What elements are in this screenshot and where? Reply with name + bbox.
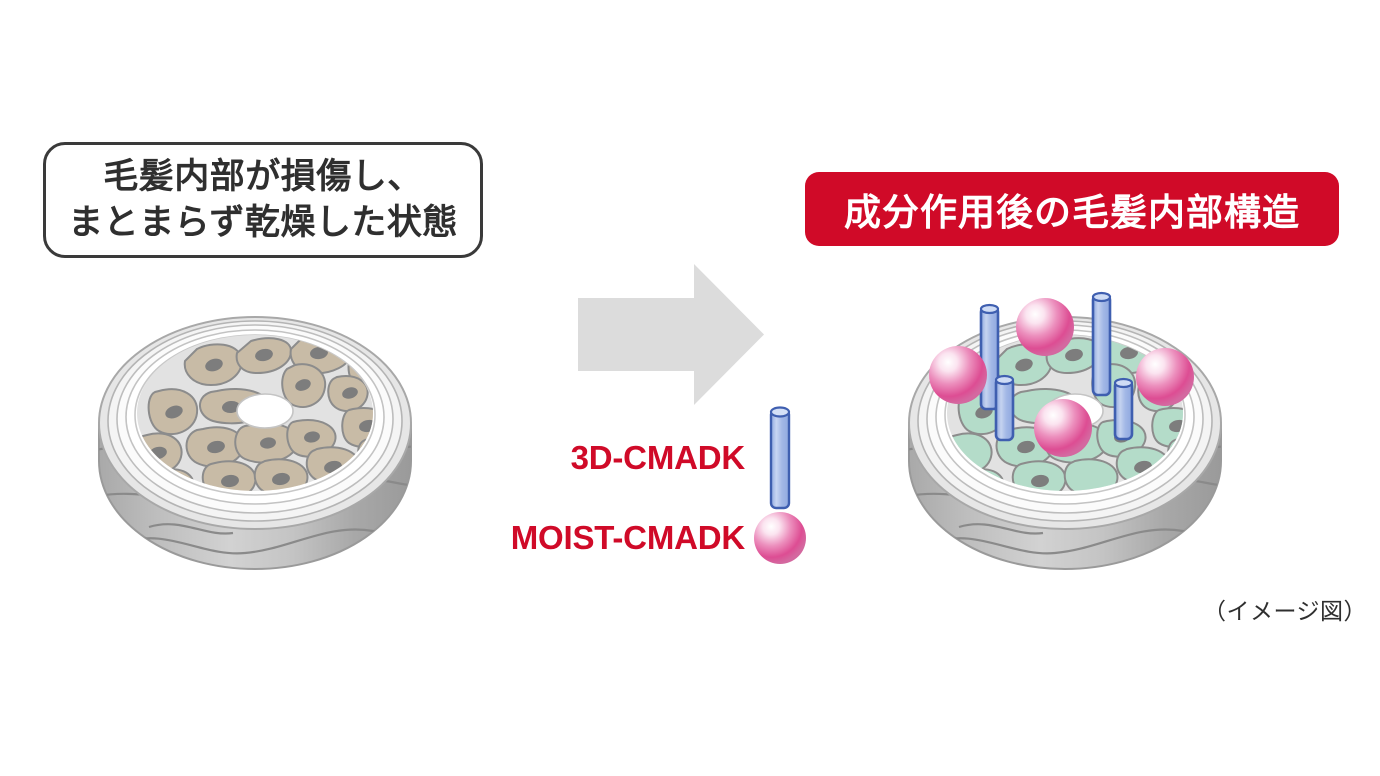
treated-structure-badge: 成分作用後の毛髪内部構造: [805, 172, 1339, 246]
caption-line-1: 毛髪内部が損傷し、: [103, 156, 423, 196]
legend-item-moist-cmadk: MOIST-CMADK: [455, 510, 830, 566]
cmadk-sphere-group: [929, 298, 1194, 457]
image-disclaimer-note: （イメージ図）: [1203, 598, 1368, 624]
pink-sphere-icon: [1034, 399, 1092, 457]
legend-label-3d-cmadk: 3D-CMADK: [570, 439, 746, 476]
damaged-state-caption-box: 毛髪内部が損傷し、 まとまらず乾燥した状態: [43, 142, 483, 258]
legend: 3D-CMADK MOIST-CMADK: [455, 406, 830, 570]
blue-rod-icon: [745, 403, 815, 513]
pink-sphere-icon: [929, 346, 987, 404]
treated-hair-cross-section: [908, 291, 1222, 570]
legend-label-moist-cmadk: MOIST-CMADK: [510, 519, 745, 556]
badge-label: 成分作用後の毛髪内部構造: [844, 192, 1300, 233]
blue-rod-icon: [1113, 377, 1134, 441]
pink-sphere-icon: [1016, 298, 1074, 356]
pink-sphere-icon: [745, 510, 815, 566]
legend-item-3d-cmadk: 3D-CMADK: [455, 406, 830, 510]
damaged-hair-cross-section: [98, 316, 412, 570]
right-arrow-icon: [578, 264, 764, 405]
caption-line-2: まとまらず乾燥した状態: [68, 203, 458, 242]
blue-rod-icon: [1091, 291, 1112, 397]
pink-sphere-icon: [1136, 348, 1194, 406]
blue-rod-icon: [994, 374, 1015, 442]
medulla: [236, 393, 294, 429]
